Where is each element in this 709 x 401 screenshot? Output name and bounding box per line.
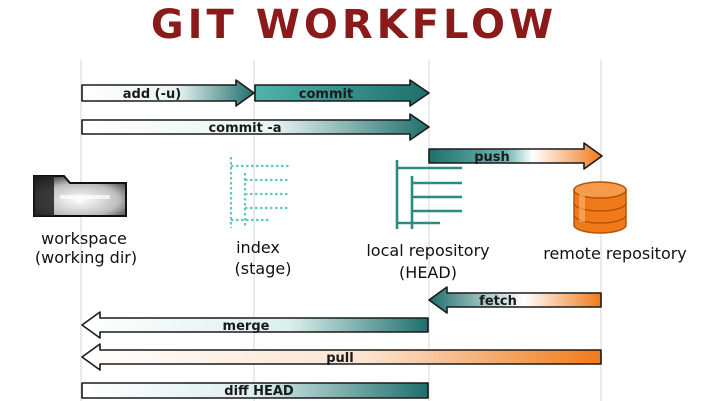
arrow-diff-head-label: diff HEAD (224, 384, 294, 399)
arrow-diff-head-shape (81, 382, 429, 399)
node-local: local repository (HEAD) (366, 160, 490, 282)
arrow-pull: pull (81, 343, 602, 371)
arrow-merge: merge (81, 311, 429, 339)
arrow-add-shape (81, 79, 255, 107)
arrow-fetch-label: fetch (479, 294, 517, 309)
arrow-add: add (-u) (81, 79, 255, 107)
node-remote-label: remote repository (543, 244, 687, 263)
folder-icon (33, 175, 127, 217)
node-remote: remote repository (543, 181, 687, 263)
arrow-add-label: add (-u) (123, 87, 181, 102)
node-workspace-label: workspace (41, 229, 127, 248)
arrow-pull-label: pull (326, 351, 353, 366)
database-icon (573, 181, 627, 234)
repository-tree-icon (395, 160, 462, 229)
arrow-commit-label: commit (299, 87, 353, 102)
arrow-commit-a-label: commit -a (208, 121, 281, 136)
arrow-fetch-shape (428, 286, 602, 314)
index-tree-icon (229, 157, 289, 228)
node-index-sublabel: (stage) (235, 259, 292, 278)
arrow-commit-a: commit -a (81, 113, 430, 141)
arrow-push: push (428, 142, 603, 170)
arrow-diff-head: diff HEAD (81, 382, 429, 399)
arrow-merge-shape (81, 311, 429, 339)
diagram-title: GIT WORKFLOW (151, 2, 557, 48)
node-local-label: local repository (366, 241, 489, 260)
arrow-commit-shape (254, 79, 430, 107)
arrow-commit: commit (254, 79, 430, 107)
arrow-merge-label: merge (223, 319, 270, 334)
arrow-push-label: push (474, 150, 510, 165)
node-index-label: index (236, 238, 280, 257)
arrow-fetch: fetch (428, 286, 602, 314)
arrow-commit-a-shape (81, 113, 430, 141)
node-workspace-sublabel: (working dir) (35, 248, 137, 267)
node-workspace: workspace (working dir) (33, 175, 137, 267)
node-local-sublabel: (HEAD) (399, 263, 457, 282)
arrow-pull-shape (81, 343, 602, 371)
arrow-push-shape (428, 142, 603, 170)
node-index: index (stage) (229, 157, 292, 278)
